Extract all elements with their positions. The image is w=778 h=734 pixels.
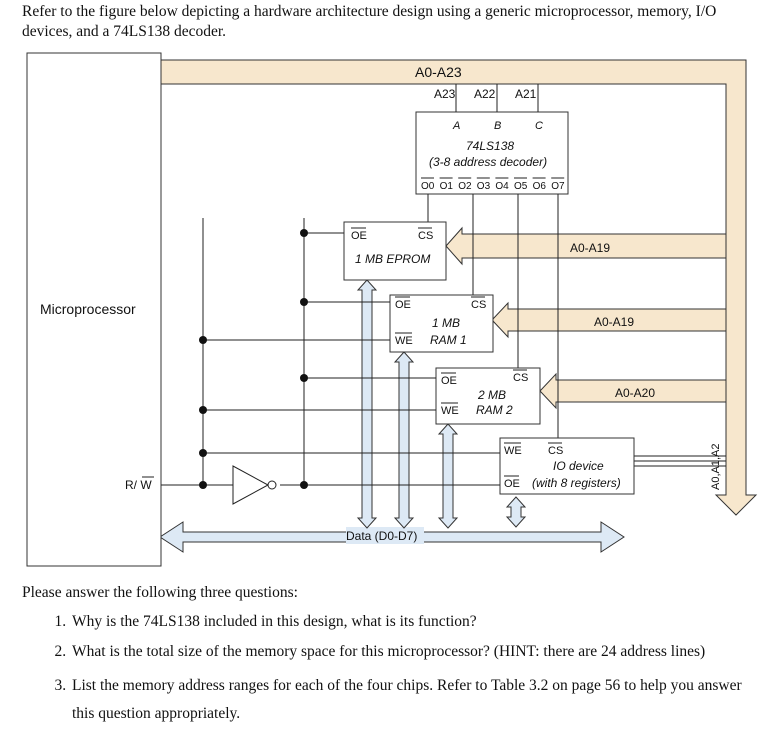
- io-bus-label: A0,A1,A2: [710, 444, 722, 490]
- ram2-cs: CS: [513, 372, 528, 384]
- decoder-box: [415, 111, 569, 195]
- questions-lead: Please answer the following three questi…: [22, 584, 298, 601]
- ram1-box: [389, 294, 494, 353]
- signal-overbars: [351, 227, 562, 477]
- address-line-a22: A22: [474, 87, 496, 101]
- ram1-cs: CS: [471, 299, 486, 311]
- io-we: WE: [504, 445, 522, 457]
- eprom-cs: CS: [418, 230, 433, 242]
- address-bus-arrow: [159, 59, 758, 516]
- eprom-name: 1 MB EPROM: [355, 252, 430, 266]
- ram1-address-bus-arrow: [491, 301, 727, 339]
- io-cs: CS: [548, 445, 563, 457]
- microprocessor-box: [26, 52, 162, 567]
- ram2-oe: OE: [441, 375, 457, 387]
- microprocessor-label: Microprocessor: [40, 301, 136, 317]
- ram2-address-bus-arrow: [539, 372, 727, 410]
- decoder-output-6: O6: [533, 181, 547, 192]
- junction-dots: [199, 229, 308, 489]
- address-bus-label: A0-A23: [415, 64, 462, 80]
- io-device-box: [499, 437, 635, 495]
- ram1-name-size: 1 MB: [432, 316, 460, 330]
- io-address-lines: [634, 455, 726, 467]
- io-registers: (with 8 registers): [532, 476, 621, 490]
- question-3: List the memory address ranges for each …: [70, 672, 767, 728]
- data-bus-connections: [356, 279, 527, 529]
- decoder-input-a: A: [452, 120, 460, 132]
- io-oe: OE: [504, 478, 520, 490]
- decoder-output-3: O3: [477, 181, 491, 192]
- ram1-we: WE: [395, 335, 413, 347]
- rw-inverter-icon: [232, 465, 270, 505]
- io-name: IO device: [553, 459, 604, 473]
- ram2-bus-label: A0-A20: [615, 386, 655, 400]
- decoder-address-lines: [455, 84, 539, 112]
- eprom-address-bus-arrow: [445, 226, 727, 266]
- decoder-output-7: O7: [551, 181, 565, 192]
- ram1-oe: OE: [395, 299, 411, 311]
- eprom-oe: OE: [351, 230, 367, 242]
- ram1-bus-label: A0-A19: [594, 315, 634, 329]
- ram2-box: [435, 367, 541, 425]
- eprom-bus-label: A0-A19: [570, 241, 610, 255]
- decoder-output-2: O2: [458, 181, 472, 192]
- decoder-output-4: O4: [495, 181, 509, 192]
- decoder-input-b: B: [494, 120, 501, 132]
- eprom-box: [343, 221, 447, 281]
- decoder-output-0: O0: [421, 181, 435, 192]
- decoder-input-c: C: [535, 120, 543, 132]
- data-bus-label: Data (D0-D7): [346, 529, 417, 543]
- decoder-output-5: O5: [514, 181, 528, 192]
- data-bus-label-bg: [346, 527, 424, 544]
- decoder-output-1: O1: [440, 181, 454, 192]
- ram2-we: WE: [441, 405, 459, 417]
- decoder-outputs: O0 O1 O2 O3 O4 O5 O6 O7: [421, 177, 565, 192]
- decoder-description: (3-8 address decoder): [429, 155, 547, 169]
- intro-text: Refer to the figure below depicting a ha…: [22, 3, 717, 40]
- questions-list: Why is the 74LS138 included in this desi…: [22, 612, 767, 728]
- ram2-name-size: 2 MB: [477, 388, 506, 402]
- inverter-bubble: [267, 480, 277, 490]
- question-2: What is the total size of the memory spa…: [70, 642, 767, 662]
- address-line-a23: A23: [434, 87, 456, 101]
- data-bus-arrow: [159, 521, 625, 553]
- questions-section: Please answer the following three questi…: [22, 584, 767, 728]
- rw-label: R/ W: [125, 478, 152, 492]
- address-line-a21: A21: [515, 87, 537, 101]
- decoder-name: 74LS138: [466, 139, 514, 153]
- chip-select-lines: [427, 194, 559, 438]
- question-1: Why is the 74LS138 included in this desi…: [70, 612, 767, 632]
- control-wiring: [161, 218, 500, 486]
- ram1-name: RAM 1: [430, 333, 467, 347]
- ram2-name: RAM 2: [476, 403, 513, 417]
